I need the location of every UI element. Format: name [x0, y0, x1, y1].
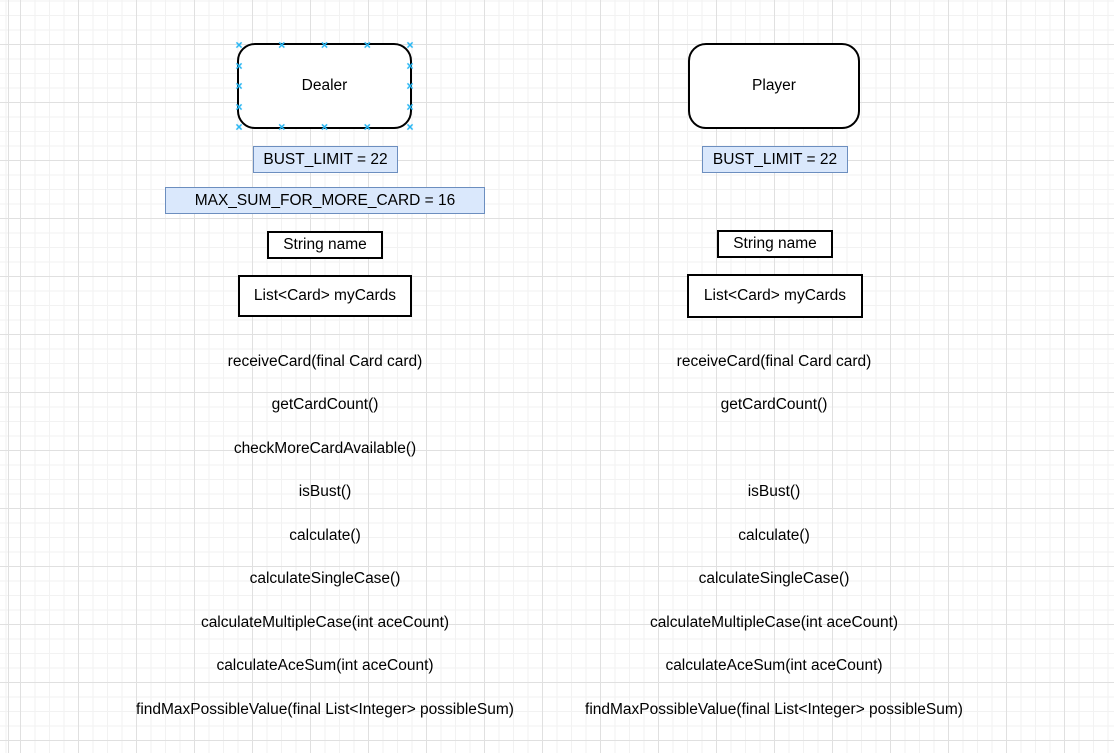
connection-point-icon[interactable]: × [235, 120, 243, 134]
dealer-method-calculate[interactable]: calculate() [289, 527, 361, 544]
connection-point-icon[interactable]: × [278, 120, 286, 134]
connection-point-icon[interactable]: × [406, 79, 414, 93]
dealer-method-is-bust[interactable]: isBust() [298, 483, 352, 500]
connection-point-icon[interactable]: × [235, 79, 243, 93]
connection-point-icon[interactable]: × [320, 120, 329, 134]
player-method-find-max[interactable]: findMaxPossibleValue(final List<Integer>… [585, 701, 963, 718]
player-class-shape[interactable]: Player [688, 43, 860, 129]
player-title: Player [752, 77, 796, 94]
player-method-calculate[interactable]: calculate() [738, 527, 810, 544]
connection-point-icon[interactable]: × [235, 99, 243, 114]
dealer-constant-max-sum[interactable]: MAX_SUM_FOR_MORE_CARD = 16 [165, 187, 485, 214]
player-field-name[interactable]: String name [717, 230, 833, 258]
connection-point-icon[interactable]: × [406, 99, 414, 114]
dealer-method-calc-single[interactable]: calculateSingleCase() [249, 570, 401, 587]
player-method-receive-card[interactable]: receiveCard(final Card card) [676, 353, 872, 370]
player-method-get-card-count[interactable]: getCardCount() [720, 396, 828, 413]
dealer-method-check-more-card[interactable]: checkMoreCardAvailable() [233, 440, 417, 457]
dealer-title: Dealer [301, 77, 348, 94]
dealer-field-name[interactable]: String name [267, 231, 383, 259]
connection-point-icon[interactable]: × [406, 120, 414, 134]
player-method-calc-ace-sum[interactable]: calculateAceSum(int aceCount) [665, 657, 883, 674]
dealer-constant-bust-limit[interactable]: BUST_LIMIT = 22 [253, 146, 398, 173]
player-method-calc-single[interactable]: calculateSingleCase() [698, 570, 850, 587]
dealer-class-shape[interactable]: Dealer × × × × × × × × × × × × × × × × [235, 39, 414, 133]
player-constant-bust-limit[interactable]: BUST_LIMIT = 22 [702, 146, 848, 173]
dealer-method-calc-multiple[interactable]: calculateMultipleCase(int aceCount) [200, 614, 450, 631]
dealer-method-receive-card[interactable]: receiveCard(final Card card) [227, 353, 423, 370]
dealer-field-mycards[interactable]: List<Card> myCards [238, 275, 412, 317]
dealer-method-find-max[interactable]: findMaxPossibleValue(final List<Integer>… [136, 701, 514, 718]
connection-point-icon[interactable]: × [320, 38, 329, 52]
player-method-calc-multiple[interactable]: calculateMultipleCase(int aceCount) [649, 614, 899, 631]
connection-point-icon[interactable]: × [363, 38, 371, 52]
connection-point-icon[interactable]: × [406, 38, 414, 52]
dealer-method-get-card-count[interactable]: getCardCount() [271, 396, 379, 413]
dealer-method-calc-ace-sum[interactable]: calculateAceSum(int aceCount) [216, 657, 434, 674]
connection-point-icon[interactable]: × [406, 58, 414, 73]
connection-point-icon[interactable]: × [235, 58, 243, 73]
connection-point-icon[interactable]: × [278, 38, 286, 52]
connection-point-icon[interactable]: × [235, 38, 243, 52]
player-method-is-bust[interactable]: isBust() [747, 483, 801, 500]
connection-point-icon[interactable]: × [363, 120, 371, 134]
player-field-mycards[interactable]: List<Card> myCards [687, 274, 863, 318]
